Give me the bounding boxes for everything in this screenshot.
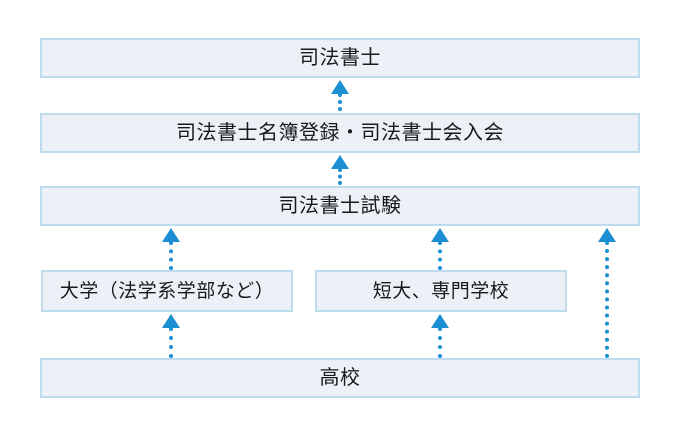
arrow-stem — [169, 327, 173, 358]
arrow-high-school-to-university — [162, 314, 180, 358]
arrow-registration-to-shiho-shoshi — [331, 80, 349, 111]
node-shiho-shoshi-label: 司法書士 — [299, 47, 381, 69]
arrow-stem — [169, 241, 173, 270]
arrow-head-icon — [162, 314, 180, 328]
node-registration: 司法書士名簿登録・司法書士会入会 — [40, 113, 640, 153]
node-high-school: 高校 — [40, 358, 640, 398]
node-exam: 司法書士試験 — [40, 186, 640, 226]
arrow-exam-to-registration — [331, 155, 349, 185]
arrow-head-icon — [598, 228, 616, 242]
arrow-stem — [605, 241, 609, 358]
arrow-high-school-to-exam — [598, 228, 616, 358]
arrow-high-school-to-junior-college — [431, 314, 449, 358]
arrow-head-icon — [162, 228, 180, 242]
arrow-head-icon — [331, 155, 349, 169]
node-junior-college-label: 短大、専門学校 — [372, 280, 510, 302]
arrow-stem — [438, 327, 442, 358]
node-university: 大学（法学系学部など） — [41, 270, 293, 312]
node-shiho-shoshi: 司法書士 — [40, 38, 640, 78]
node-junior-college: 短大、専門学校 — [315, 270, 567, 312]
arrow-university-to-exam — [162, 228, 180, 270]
arrow-head-icon — [431, 228, 449, 242]
arrow-junior-college-to-exam — [431, 228, 449, 270]
arrow-stem — [438, 241, 442, 270]
arrow-stem — [338, 93, 342, 111]
node-exam-label: 司法書士試験 — [278, 195, 402, 217]
node-registration-label: 司法書士名簿登録・司法書士会入会 — [176, 122, 504, 144]
node-high-school-label: 高校 — [319, 367, 361, 389]
arrow-head-icon — [431, 314, 449, 328]
node-university-label: 大学（法学系学部など） — [59, 280, 275, 302]
arrow-head-icon — [331, 80, 349, 94]
arrow-stem — [338, 168, 342, 185]
